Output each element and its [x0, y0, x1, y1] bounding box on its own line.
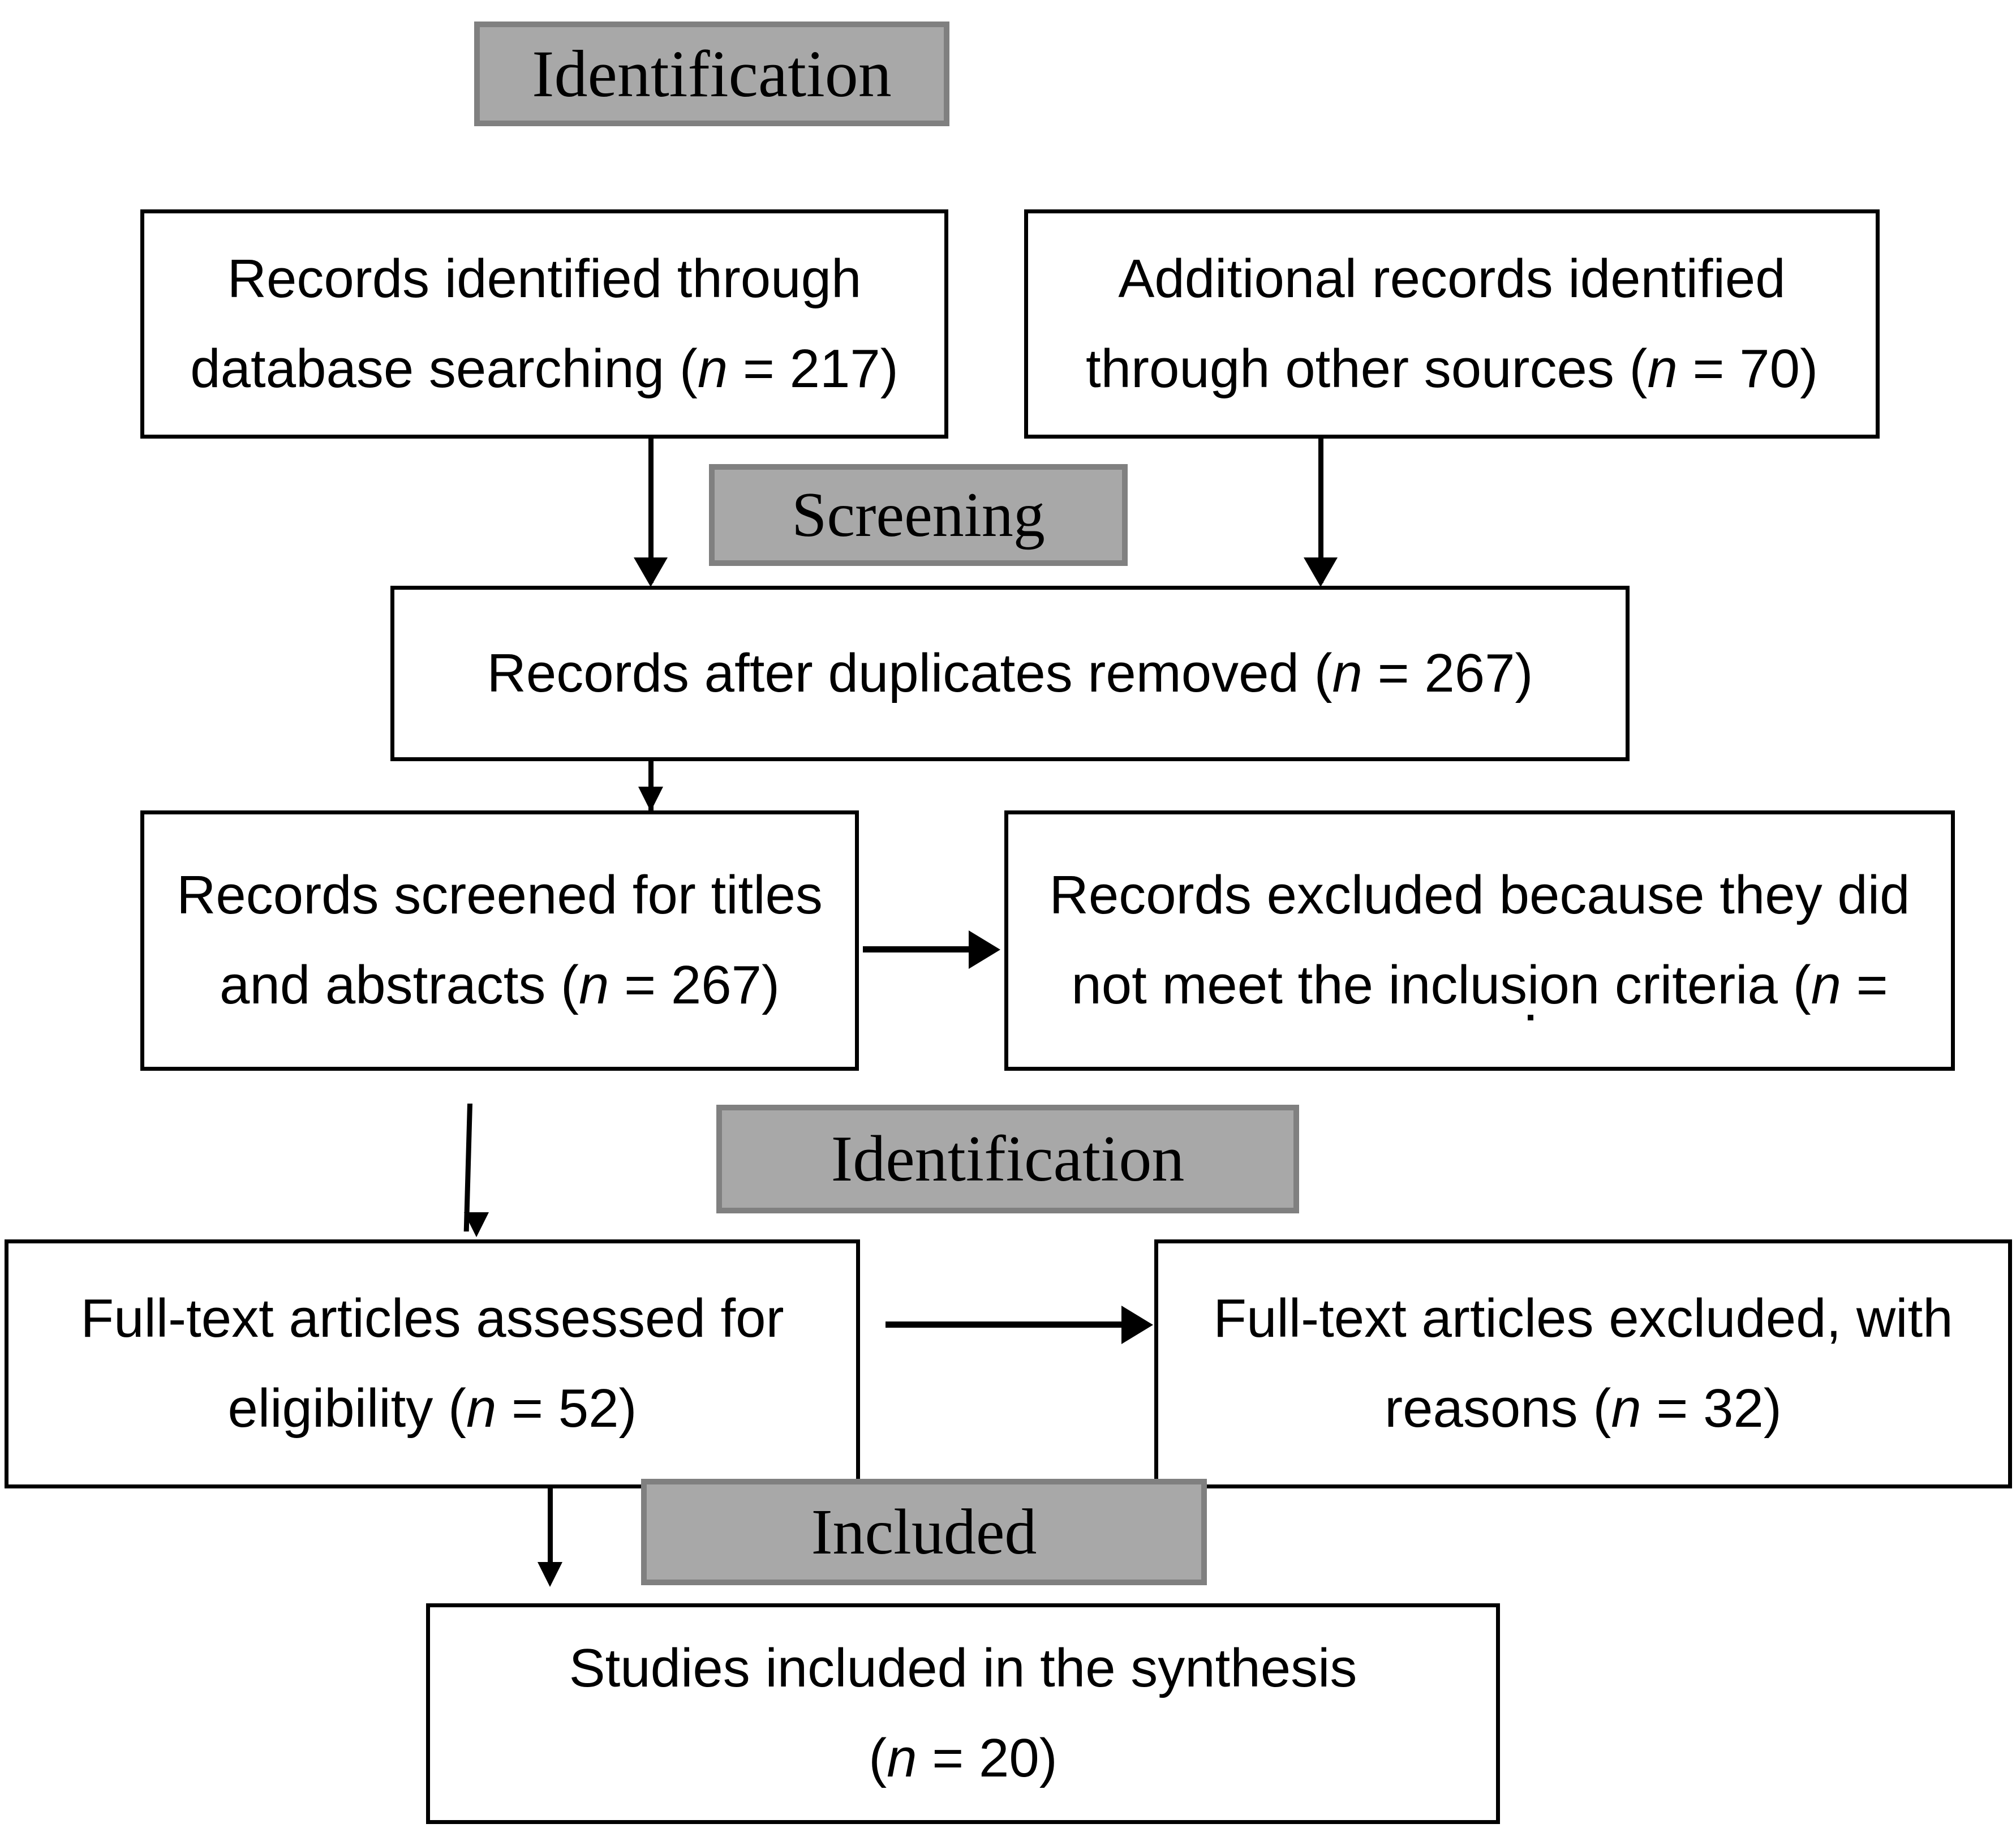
box-records-screened: Records screened for titles and abstract… — [140, 810, 859, 1071]
box-line-count: database searching (n = 217) — [190, 338, 899, 399]
arrowhead-fulltext-to-included — [538, 1562, 562, 1587]
count-prefix: through other sources ( — [1085, 338, 1648, 399]
count-suffix: = 217) — [728, 338, 899, 399]
count-symbol-n: n — [466, 1378, 497, 1439]
arrowhead-other-to-duplicates — [1304, 557, 1338, 587]
arrowhead-screened-to-excluded — [969, 930, 1000, 969]
box-line-primary: Records screened for titles — [177, 865, 823, 926]
count-suffix: = 20) — [917, 1728, 1058, 1788]
box-fulltext-assessed: Full-text articles assessed for eligibil… — [5, 1239, 860, 1488]
count-prefix: database searching ( — [190, 338, 698, 399]
count-prefix: Records after duplicates removed ( — [487, 642, 1332, 703]
count-symbol-n: n — [579, 955, 609, 1015]
connector-other-to-duplicates — [1318, 439, 1323, 583]
count-suffix: = 52) — [496, 1378, 637, 1439]
phase-banner-identification-mid: Identification — [716, 1105, 1299, 1213]
count-suffix: = 267) — [1362, 642, 1533, 703]
box-line-count: through other sources (n = 70) — [1085, 338, 1819, 399]
box-line-primary: Full-text articles assessed for — [80, 1288, 784, 1349]
connector-db-to-duplicates — [648, 439, 654, 583]
box-line-primary: Records excluded because they did — [1049, 865, 1910, 926]
box-records-after-duplicates: Records after duplicates removed (n = 26… — [390, 586, 1630, 761]
phase-label-screening: Screening — [792, 480, 1045, 550]
stray-mark-records-excluded — [1528, 1015, 1533, 1020]
count-symbol-n: n — [887, 1728, 917, 1788]
count-suffix: = 32) — [1641, 1378, 1782, 1439]
count-suffix: = 70) — [1677, 338, 1819, 399]
count-symbol-n: n — [1811, 955, 1841, 1015]
box-line-count: and abstracts (n = 267) — [220, 955, 780, 1015]
phase-label-included: Included — [811, 1496, 1037, 1568]
box-records-other-sources: Additional records identified through ot… — [1024, 209, 1880, 439]
connector-fulltext-to-excluded — [886, 1321, 1123, 1328]
phase-label-identification-top: Identification — [532, 36, 892, 111]
box-fulltext-excluded: Full-text articles excluded, with reason… — [1154, 1239, 2012, 1488]
box-line-count: Records after duplicates removed (n = 26… — [487, 645, 1533, 702]
box-line-primary: Studies included in the synthesis — [569, 1638, 1357, 1699]
box-line-primary: Records identified through — [227, 248, 862, 309]
count-symbol-n: n — [1611, 1378, 1641, 1439]
box-line-primary: Additional records identified — [1118, 248, 1786, 309]
count-symbol-n: n — [1332, 642, 1362, 703]
box-line-count: reasons (n = 32) — [1385, 1380, 1782, 1437]
box-line-count: not meet the inclusion criteria (n = — [1071, 955, 1888, 1015]
box-line-count: (n = 20) — [869, 1730, 1058, 1787]
box-line-primary: Full-text articles excluded, with — [1213, 1288, 1953, 1349]
box-studies-included: Studies included in the synthesis (n = 2… — [426, 1603, 1500, 1824]
arrowhead-db-to-duplicates — [634, 557, 668, 587]
arrowhead-screened-to-fulltext — [464, 1212, 489, 1237]
count-symbol-n: n — [697, 338, 728, 399]
connector-screened-to-excluded — [863, 946, 970, 952]
phase-banner-screening: Screening — [709, 464, 1128, 566]
count-symbol-n: n — [1647, 338, 1678, 399]
box-line-count: eligibility (n = 52) — [228, 1380, 637, 1437]
phase-banner-included: Included — [641, 1479, 1207, 1585]
count-prefix: eligibility ( — [227, 1378, 466, 1439]
count-suffix: = — [1841, 955, 1888, 1015]
count-suffix: = 267) — [609, 955, 780, 1015]
count-prefix: and abstracts ( — [220, 955, 579, 1015]
box-records-excluded: Records excluded because they did not me… — [1004, 810, 1955, 1071]
arrowhead-duplicates-to-screened — [638, 787, 663, 812]
phase-banner-identification-top: Identification — [474, 22, 949, 126]
count-prefix: reasons ( — [1385, 1378, 1611, 1439]
connector-fulltext-to-included — [548, 1487, 553, 1578]
phase-label-identification-mid: Identification — [831, 1123, 1185, 1195]
arrowhead-fulltext-to-excluded — [1121, 1306, 1153, 1344]
count-prefix: ( — [869, 1728, 887, 1788]
box-records-database-searching: Records identified through database sear… — [140, 209, 948, 439]
count-prefix: not meet the inclusion criteria ( — [1071, 955, 1811, 1015]
